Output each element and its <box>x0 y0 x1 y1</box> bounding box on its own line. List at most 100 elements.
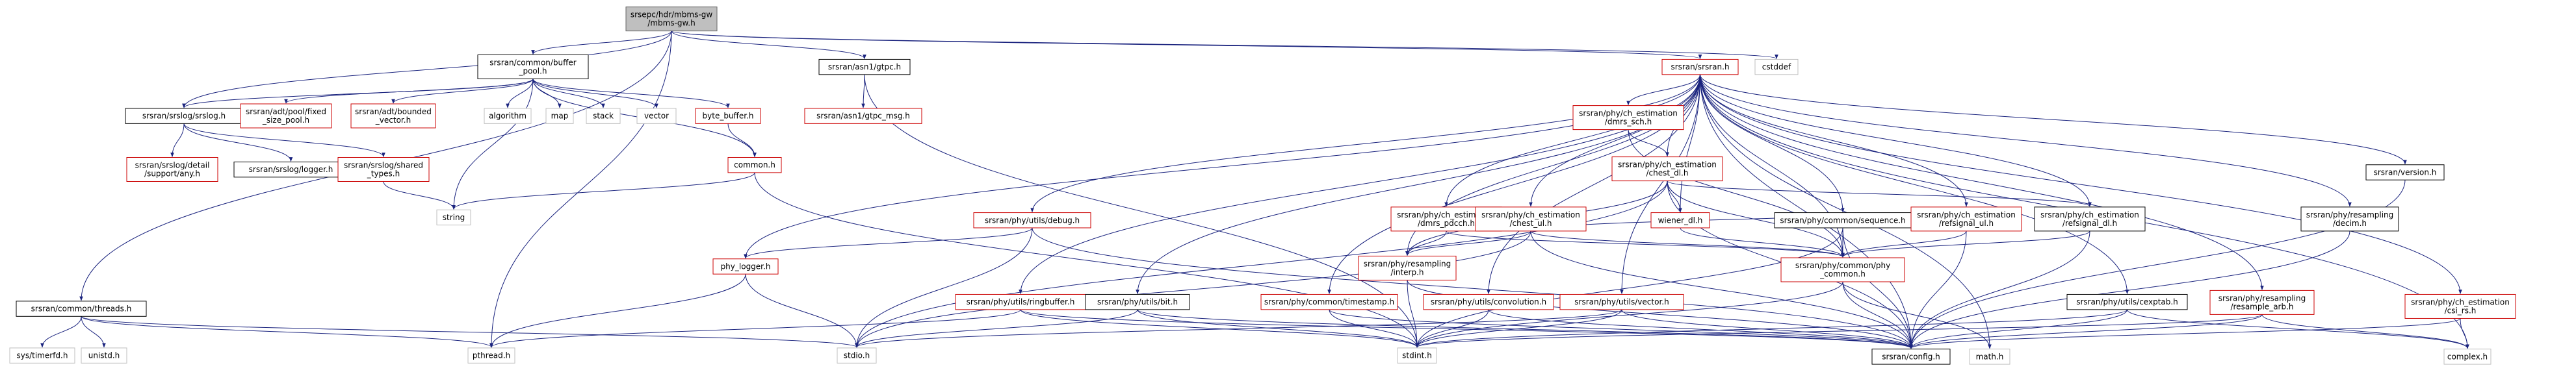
node-label-line: srsran/asn1/gtpc_msg.h <box>816 112 910 121</box>
node-root[interactable]: srsepc/hdr/mbms-gw/mbms-gw.h <box>625 6 718 32</box>
node-convolution[interactable]: srsran/phy/utils/convolution.h <box>1423 293 1554 310</box>
node-box <box>1475 206 1587 232</box>
node-label-line: /dmrs_sch.h <box>1605 118 1652 127</box>
node-label: string <box>443 213 465 222</box>
node-label-line: sys/timerfd.h <box>17 351 68 360</box>
node-chest-ul[interactable]: srsran/phy/ch_estimation/chest_ul.h <box>1475 206 1587 232</box>
node-label-line: srsran/phy/utils/cexptab.h <box>2076 297 2178 306</box>
edge-phy_logger-to-stdio <box>745 274 859 348</box>
node-label: srsran/srslog/detail/support/any.h <box>135 160 210 178</box>
node-box <box>467 347 515 364</box>
node-box <box>1397 347 1437 364</box>
edge-csi_rs-to-complex_h <box>2460 318 2469 349</box>
node-ringbuffer[interactable]: srsran/phy/utils/ringbuffer.h <box>955 293 1086 310</box>
node-debug-h[interactable]: srsran/phy/utils/debug.h <box>973 212 1091 229</box>
node-bit-h[interactable]: srsran/phy/utils/bit.h <box>1085 293 1190 310</box>
node-interp[interactable]: srsran/phy/resampling/interp.h <box>1358 255 1457 280</box>
node-label-line: srsran/adt/pool/fixed <box>246 107 326 116</box>
node-version-h[interactable]: srsran/version.h <box>2365 164 2445 180</box>
node-threads[interactable]: srsran/common/threads.h <box>16 301 147 317</box>
node-phy-logger[interactable]: phy_logger.h <box>712 258 779 275</box>
edge-refsignal_dl-to-config_h <box>1909 230 2090 349</box>
node-label-line: srsran/phy/ch_estimation <box>1917 210 2016 219</box>
node-label: phy_logger.h <box>721 262 771 271</box>
node-label-line: srsran/phy/ch_estimation <box>1481 210 1580 219</box>
node-label-line: _pool.h <box>518 66 547 75</box>
node-refsignal-dl[interactable]: srsran/phy/ch_estimation/refsignal_dl.h <box>2034 206 2146 232</box>
node-label-line: _common.h <box>1819 269 1866 279</box>
node-phy-common[interactable]: srsran/phy/common/phy_common.h <box>1780 257 1905 282</box>
edge-sequence-to-stdint <box>1415 227 1843 348</box>
edge-ringbuffer-to-config_h <box>1020 309 1913 349</box>
node-bounded-vector[interactable]: srsran/adt/bounded_vector.h <box>350 103 436 129</box>
node-dmrs-sch[interactable]: srsran/phy/ch_estimation/dmrs_sch.h <box>1572 105 1684 130</box>
node-box <box>727 156 782 173</box>
node-string: string <box>436 209 471 226</box>
node-box <box>837 347 877 364</box>
node-label-line: /dmrs_pdcch.h <box>1418 219 1475 228</box>
node-box <box>2300 206 2399 232</box>
edge-timestamp-to-config_h <box>1329 309 1913 349</box>
node-box <box>1260 293 1398 310</box>
node-sequence[interactable]: srsran/phy/common/sequence.h <box>1774 212 1912 229</box>
node-chest-dl[interactable]: srsran/phy/ch_estimation/chest_dl.h <box>1611 156 1723 182</box>
node-vector-h[interactable]: srsran/phy/utils/vector.h <box>1559 293 1684 310</box>
node-wiener-dl[interactable]: wiener_dl.h <box>1650 212 1710 229</box>
node-common-h[interactable]: common.h <box>727 156 782 173</box>
node-label: sys/timerfd.h <box>17 351 68 360</box>
node-cexptab[interactable]: srsran/phy/utils/cexptab.h <box>2066 293 2188 310</box>
node-label: cstddef <box>1762 62 1791 71</box>
node-label-line: unistd.h <box>88 351 120 360</box>
node-gtpc[interactable]: srsran/asn1/gtpc.h <box>818 58 911 75</box>
node-byte-buffer[interactable]: byte_buffer.h <box>695 108 761 124</box>
node-timestamp[interactable]: srsran/phy/common/timestamp.h <box>1260 293 1398 310</box>
node-srsran-h[interactable]: srsran/srsran.h <box>1661 58 1739 75</box>
node-label-line: srsran/phy/common/timestamp.h <box>1264 297 1394 306</box>
node-label-line: srsran/phy/utils/bit.h <box>1097 297 1178 306</box>
node-label: srsran/phy/utils/debug.h <box>985 216 1080 225</box>
edge-resample_arb-to-stdint <box>1415 314 2263 348</box>
node-label-line: srsran/phy/resampling <box>2306 210 2394 219</box>
node-buffer-pool[interactable]: srsran/common/buffer_pool.h <box>477 54 589 79</box>
edge-cexptab-to-config_h <box>1909 309 2127 349</box>
node-srslog[interactable]: srsran/srslog/srslog.h <box>125 108 243 124</box>
node-csi-rs[interactable]: srsran/phy/ch_estimation/csi_rs.h <box>2404 293 2516 319</box>
edge-byte_buffer-to-common_h <box>727 123 757 158</box>
node-label: srsran/adt/pool/fixed_size_pool.h <box>246 107 326 125</box>
node-label: srsran/asn1/gtpc.h <box>828 62 901 71</box>
node-label-line: srsran/srslog/logger.h <box>249 165 333 174</box>
node-label-line: srsran/common/threads.h <box>31 304 132 314</box>
edge-chest_ul-to-interp <box>1405 230 1531 256</box>
node-config-h[interactable]: srsran/config.h <box>1871 349 1951 365</box>
node-fixed-pool[interactable]: srsran/adt/pool/fixed_size_pool.h <box>240 103 332 129</box>
node-refsignal-ul[interactable]: srsran/phy/ch_estimation/refsignal_ul.h <box>1910 206 2022 232</box>
edge-phy_common-to-config_h <box>1842 282 1913 349</box>
node-label-line: map <box>551 112 569 121</box>
node-box <box>240 103 332 129</box>
edge-srsran_h-to-dmrs_pdcch <box>1444 74 1700 207</box>
node-label-line: /support/any.h <box>144 169 200 178</box>
node-label-line: srsran/phy/ch_estimation <box>1618 160 1717 169</box>
node-sys-timerfd: sys/timerfd.h <box>9 347 75 364</box>
node-box <box>126 156 218 182</box>
node-shared-types[interactable]: srsran/srslog/shared_types.h <box>337 156 430 182</box>
node-decim[interactable]: srsran/phy/resampling/decim.h <box>2300 206 2399 232</box>
edge-srsran_h-to-refsignal_dl <box>1700 74 2092 207</box>
node-label: srsran/phy/resampling/resample_arb.h <box>2218 293 2306 311</box>
node-box <box>2365 164 2445 180</box>
node-label-line: srsran/srsran.h <box>1671 62 1729 71</box>
node-label-line: string <box>443 213 465 222</box>
edge-ringbuffer-to-pthread <box>489 309 1021 348</box>
node-box <box>484 108 532 124</box>
node-box <box>477 54 589 79</box>
node-label-line: /chest_dl.h <box>1646 169 1689 178</box>
node-logger[interactable]: srsran/srslog/logger.h <box>233 161 348 178</box>
edge-dmrs_sch-to-phy_common <box>1628 129 1845 258</box>
node-gtpc-msg[interactable]: srsran/asn1/gtpc_msg.h <box>804 108 922 124</box>
edge-srsran_h-to-debug_h <box>1030 74 1700 213</box>
node-label-line: stdint.h <box>1402 351 1432 360</box>
node-label-line: common.h <box>734 160 775 169</box>
node-detail-any[interactable]: srsran/srslog/detail/support/any.h <box>126 156 218 182</box>
node-label-line: _size_pool.h <box>262 116 309 125</box>
node-resample-arb[interactable]: srsran/phy/resampling/resample_arb.h <box>2209 290 2315 315</box>
